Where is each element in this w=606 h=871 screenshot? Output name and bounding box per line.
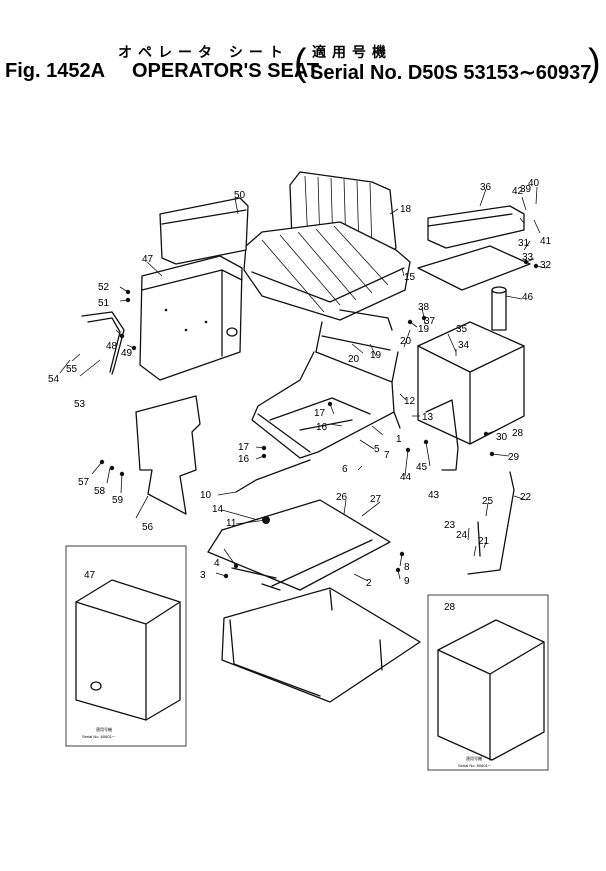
callout-label: 9: [404, 576, 410, 587]
seat-assembly: [243, 171, 411, 321]
callout-label: 38: [418, 302, 430, 313]
floor-plate: [207, 499, 391, 591]
callout-label: 19: [418, 324, 430, 335]
callout-label: 19: [370, 350, 382, 361]
callout-label: 24: [456, 530, 468, 541]
leader-lines: [59, 186, 547, 582]
callout-label: 14: [212, 504, 224, 515]
callout-label: 2: [366, 578, 372, 589]
callout-label: 8: [404, 562, 410, 573]
callout-label: 11: [226, 518, 237, 529]
callout-label: 27: [370, 494, 382, 505]
callout-label: 55: [66, 364, 78, 375]
callout-label: 21: [478, 536, 490, 547]
callout-label: 43: [428, 490, 440, 501]
figure-title: OPERATOR'S SEAT: [132, 60, 320, 82]
callout-label: 20: [348, 354, 360, 365]
inset-28-note-en: Serial No. 60601∼: [458, 763, 491, 768]
seat-frame: [251, 309, 401, 459]
callout-label: 45: [416, 462, 428, 473]
callout-label: 54: [48, 374, 60, 385]
callout-label: 35: [456, 324, 468, 335]
inset-47-note-en: Serial No. 60601∼: [82, 734, 115, 739]
callout-label: 51: [98, 298, 110, 309]
callout-label: 53: [74, 399, 86, 410]
base-frame: [221, 587, 421, 703]
serial-range: Serial No. D50S 53153∼60937: [310, 62, 592, 84]
callout-label: 57: [78, 477, 90, 488]
callout-label: 29: [508, 452, 520, 463]
serial-bracket-open: (: [294, 42, 307, 84]
title-japanese: オペレータ シート: [118, 45, 289, 61]
callout-label: 39: [520, 184, 532, 195]
callout-label: 17: [238, 442, 250, 453]
inset-47-note-jp: 適用号機: [96, 726, 112, 732]
callout-label: 52: [98, 282, 110, 293]
callout-label: 40: [528, 178, 540, 189]
callout-label: 28: [444, 602, 456, 613]
callout-label: 50: [234, 190, 246, 201]
callout-label: 23: [444, 520, 456, 531]
callout-label: 46: [522, 292, 534, 303]
callout-label: 44: [400, 472, 412, 483]
callout-label: 47: [142, 254, 154, 265]
side-panel: [135, 395, 201, 515]
callout-label: 58: [94, 486, 106, 497]
callout-label: 6: [342, 464, 348, 475]
callout-label: 49: [121, 348, 133, 359]
callout-label: 15: [404, 272, 416, 283]
callout-label: 36: [480, 182, 492, 193]
figure-header: オペレータ シート 適用号機 ( ) Fig. 1452A OPERATOR'S…: [0, 0, 606, 95]
callout-label: 12: [404, 396, 416, 407]
tank-box: [417, 286, 525, 445]
callout-label: 34: [458, 340, 470, 351]
right-armrest-and-tray: [417, 205, 531, 291]
callout-label: 7: [384, 450, 390, 461]
callout-label: 10: [200, 490, 212, 501]
callout-label: 13: [422, 412, 434, 423]
figure-number: Fig. 1452A: [5, 60, 106, 82]
callout-label: 41: [540, 236, 552, 247]
callout-label: 18: [400, 204, 412, 215]
callout-labels: 1 2 3 4 5 6 7 8 9 10 11 12 13 14 15 16 1…: [48, 178, 552, 613]
callout-label: 31: [518, 238, 530, 249]
callout-label: 3: [200, 570, 206, 581]
inset-28-note-jp: 適用号機: [466, 755, 482, 761]
callout-label: 37: [424, 316, 436, 327]
left-armrest-and-box: [81, 197, 249, 381]
callout-label: 30: [496, 432, 508, 443]
applicability-japanese: 適用号機: [312, 45, 392, 61]
callout-label: 25: [482, 496, 494, 507]
inset-box-47: 適用号機 Serial No. 60601∼: [65, 545, 187, 747]
inset-tank-28: 適用号機 Serial No. 60601∼: [427, 594, 549, 771]
callout-label: 33: [522, 252, 534, 263]
callout-label: 56: [142, 522, 154, 533]
callout-label: 17: [314, 408, 326, 419]
serial-bracket-close: ): [588, 42, 601, 84]
callout-label: 47: [84, 570, 96, 581]
callout-label: 1: [396, 434, 402, 445]
callout-label: 26: [336, 492, 348, 503]
callout-label: 20: [400, 336, 412, 347]
callout-label: 5: [374, 444, 380, 455]
callout-label: 28: [512, 428, 524, 439]
callout-label: 42: [512, 186, 524, 197]
callout-label: 48: [106, 341, 118, 352]
callout-label: 16: [316, 422, 328, 433]
callout-label: 32: [540, 260, 552, 271]
callout-label: 22: [520, 492, 532, 503]
callout-label: 59: [112, 495, 124, 506]
callout-label: 4: [214, 558, 220, 569]
rods-and-cables: [231, 399, 515, 579]
callout-label: 16: [238, 454, 250, 465]
